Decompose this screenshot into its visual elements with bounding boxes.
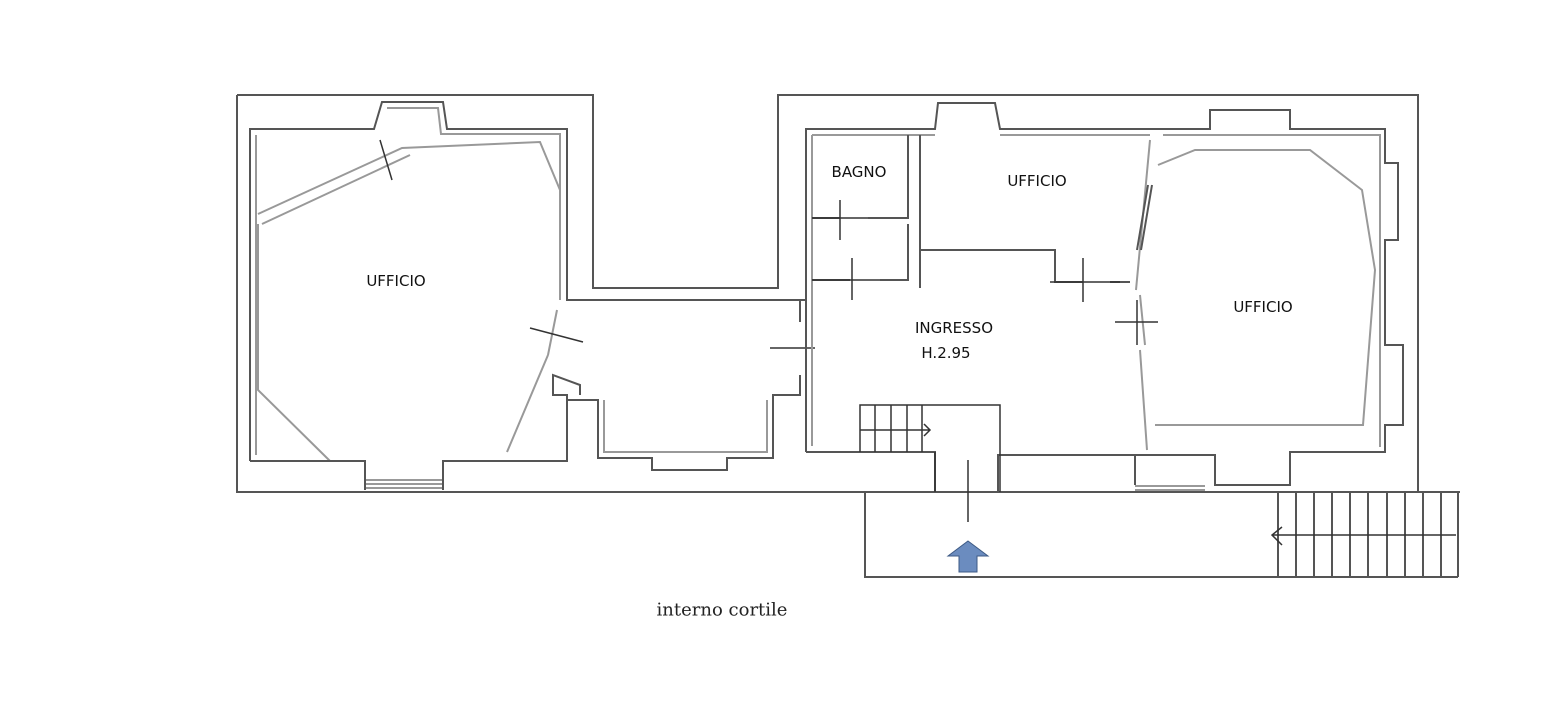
courtyard-caption: interno cortile [656,599,788,621]
room-label-entrance: INGRESSO [914,319,994,337]
room-label-office-center: UFFICIO [1007,172,1067,190]
room-label-bathroom: BAGNO [831,163,887,181]
corridor-wall [567,299,807,471]
courtyard-outline [864,492,1458,578]
room-label-office-right: UFFICIO [1233,298,1293,316]
window [250,373,581,490]
outer-wall [236,94,1460,493]
room-height-label: H.2.95 [921,344,971,362]
entrance-arrow-icon [946,540,990,573]
right-office-wall [1135,139,1377,451]
stairs-arrow-icon [1270,526,1456,546]
right-block-wall [805,102,1404,492]
interior-stairs [859,404,1001,522]
left-office-interior [257,140,561,462]
room-label-office-left: UFFICIO [366,272,426,290]
